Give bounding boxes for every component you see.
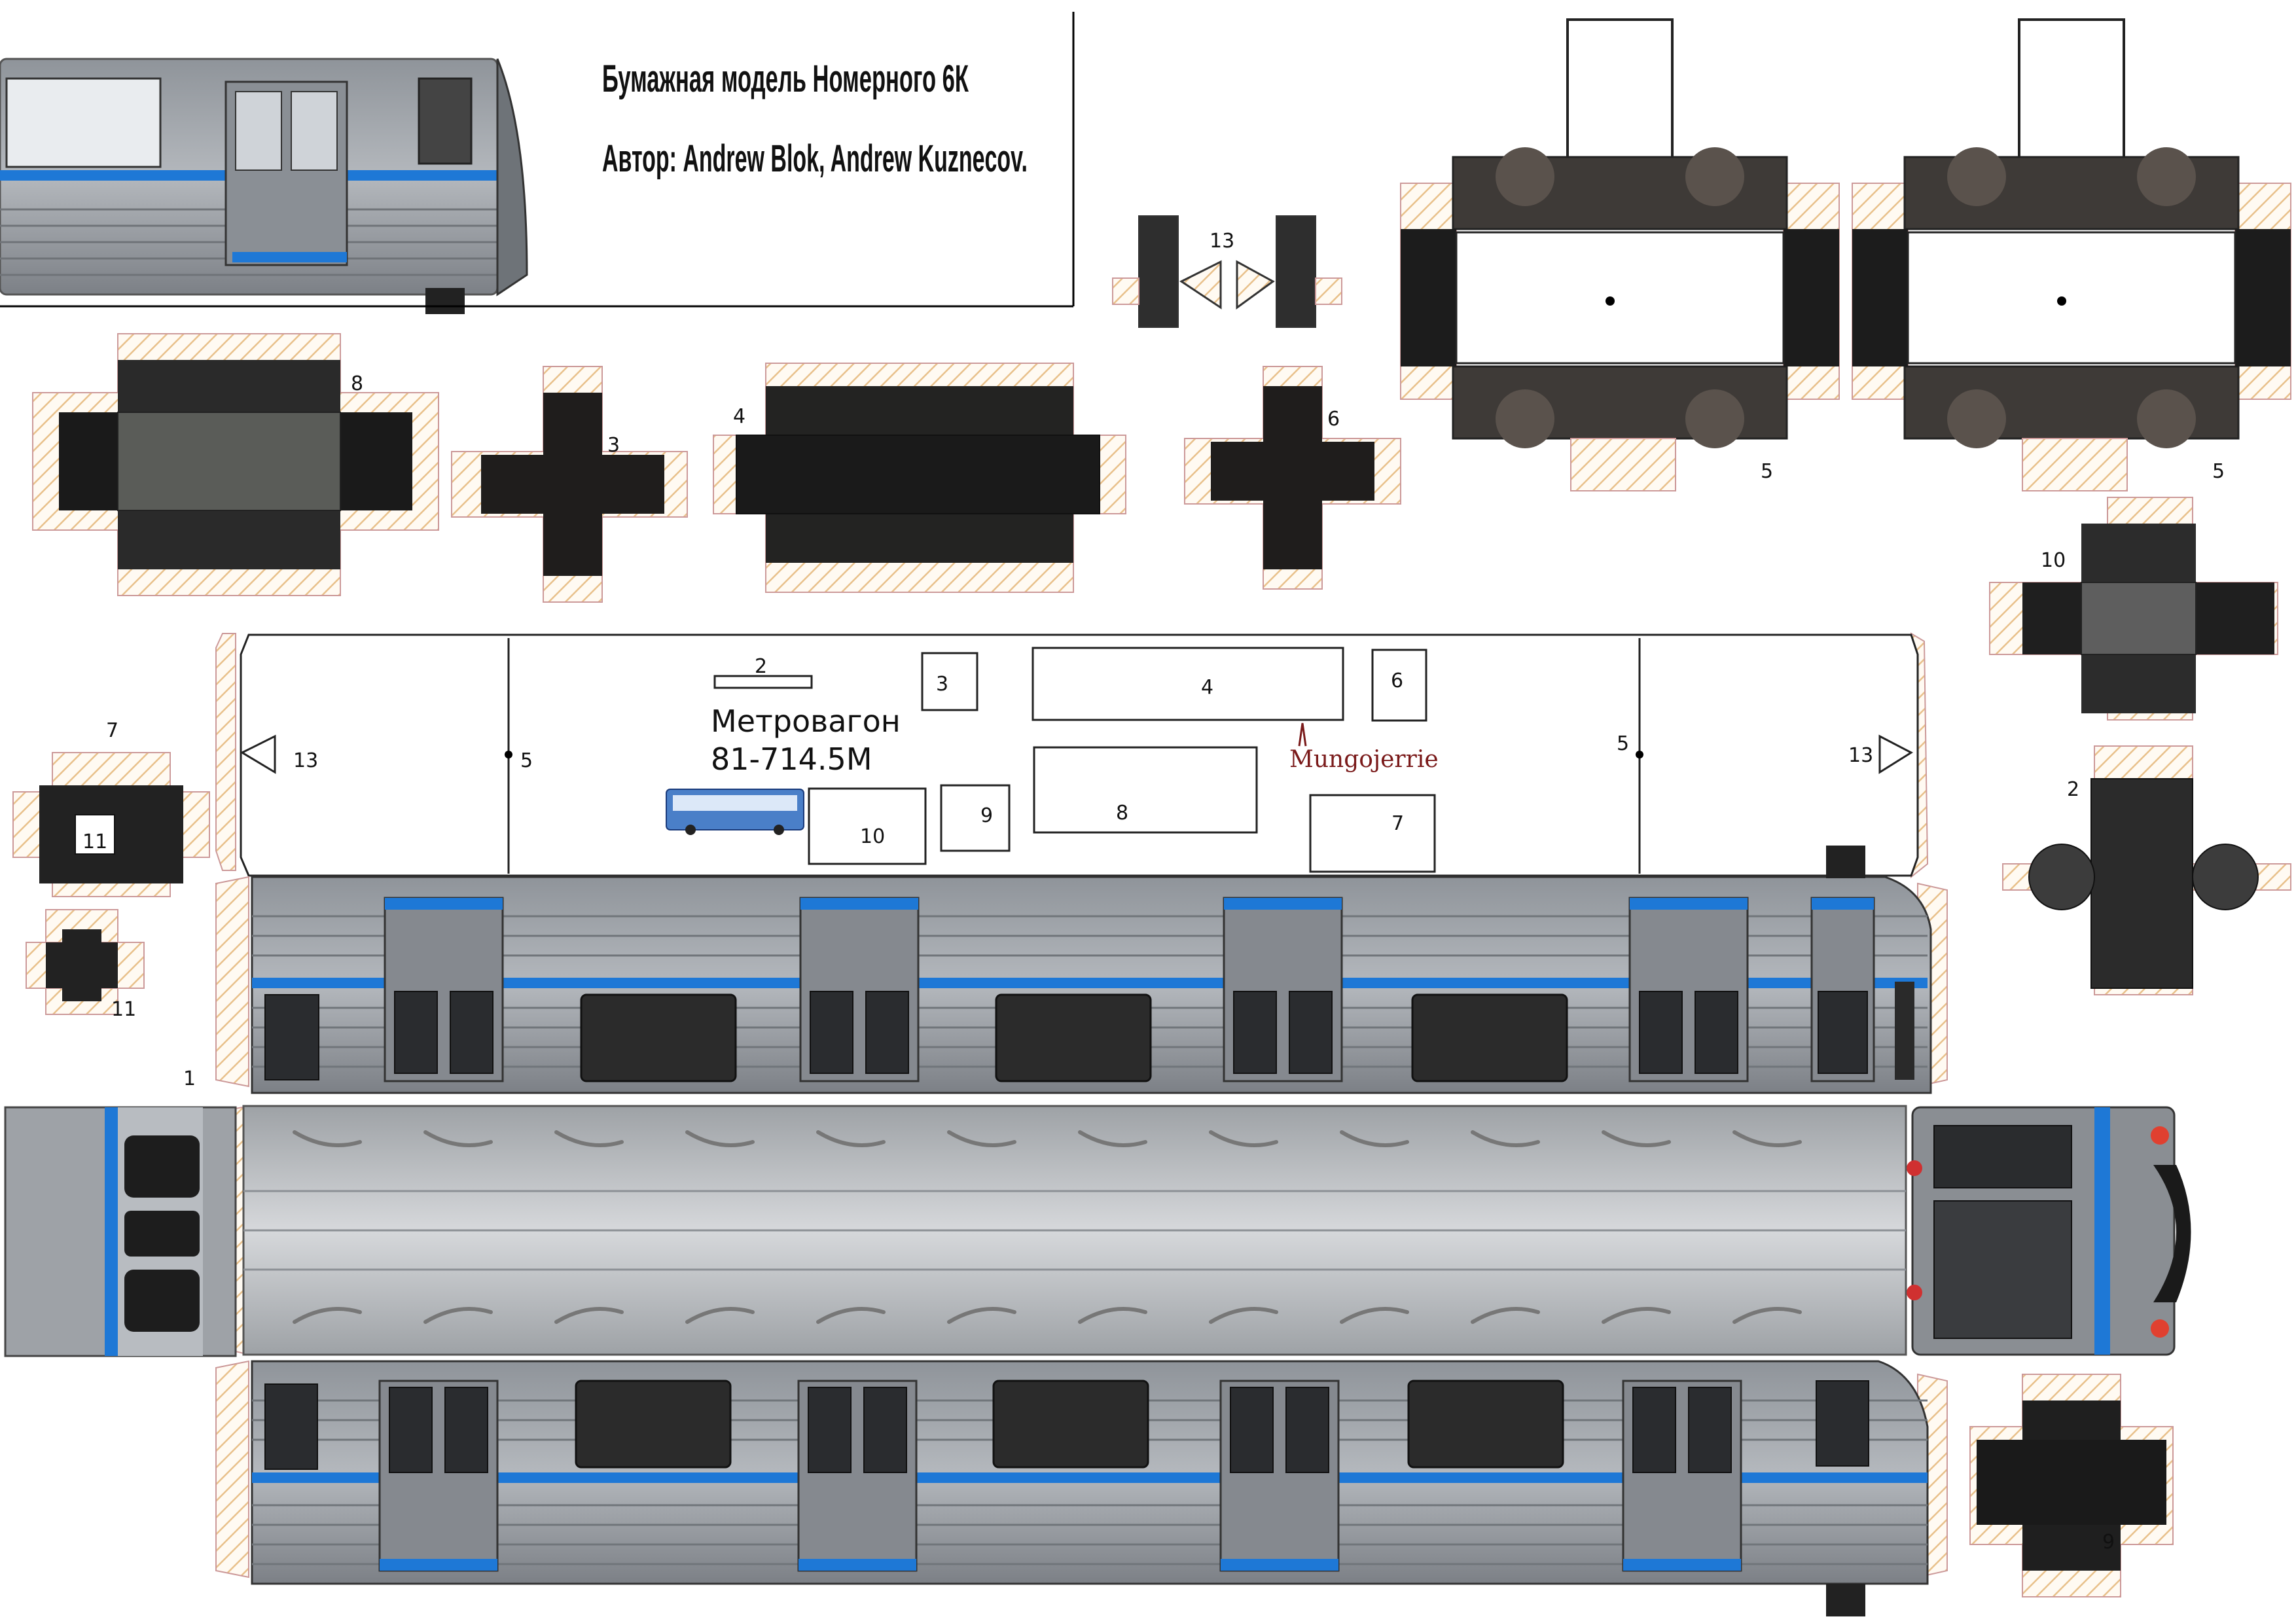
part-4-net [713,363,1126,593]
model-number: 81-714.5M [711,741,872,777]
side-wall-lower [215,1360,1948,1616]
label-part-3-net: 3 [607,434,620,457]
label-slot-9: 9 [980,804,993,827]
slot-2 [713,675,813,689]
part-8-net [32,333,439,596]
label-part-4-net: 4 [733,405,745,428]
slot-7 [1309,794,1436,873]
slot-10 [808,787,927,865]
label-slot-8: 8 [1116,802,1128,825]
floor-template [215,632,1929,879]
roof-panel [222,1105,1907,1356]
part-3-net [451,366,688,603]
slot-3 [921,652,978,711]
rear-end-panel [4,1106,237,1357]
slot-8 [1033,746,1258,834]
part-2-net [2002,745,2291,995]
side-wall-upper [215,846,1948,1094]
part-10-net [1989,497,2278,721]
label-part-5-bogie-right: 5 [2212,460,2225,483]
model-prefix: Метровагон [711,704,901,739]
label-part-5-bogie-left: 5 [1761,460,1773,483]
label-part-2-net: 2 [2067,778,2079,801]
slot-6 [1371,649,1427,722]
label-slot-10: 10 [860,825,885,848]
slot-9 [940,784,1011,852]
front-cab-panel [1907,1106,2191,1356]
label-slot-7: 7 [1391,812,1404,835]
label-slot-3: 3 [936,673,948,696]
label-part-11-in-7: 11 [82,830,107,853]
train-preview-photo [0,58,528,314]
label-part-9-net: 9 [2102,1531,2115,1554]
label-slot-4: 4 [1201,676,1213,699]
label-part-5-floor-right: 5 [1617,732,1629,755]
title-line-2: Автор: Andrew Blok, Andrew Kuznecov. [602,137,1028,180]
label-slot-2: 2 [755,655,767,678]
label-part-11-net: 11 [111,998,136,1021]
part-9-net [1969,1374,2174,1597]
brand-mark: Mungojerrie [1289,746,1439,773]
part-5-bogie-left [1400,18,1840,491]
label-part-13-floor-right: 13 [1848,744,1873,767]
part-11-net [26,909,145,1015]
bus-logo-icon [666,789,804,835]
kremlin-tower-icon [1298,722,1307,747]
part-7-net [12,752,210,897]
label-part-13-floor-left: 13 [293,749,318,772]
title-line-1: Бумажная модель Номерного 6К [602,58,969,100]
label-part-1: 1 [183,1067,196,1090]
part-5-bogie-right [1852,18,2291,491]
label-part-10-net: 10 [2041,549,2066,572]
label-part-6-net: 6 [1327,408,1340,431]
label-part-7-net: 7 [106,719,118,742]
label-part-13-top: 13 [1210,230,1234,253]
label-part-5-floor-left: 5 [520,749,533,772]
part-6-net [1184,366,1401,590]
part-13-coupler-pieces [1112,215,1342,328]
slot-4 [1031,647,1344,721]
label-slot-6: 6 [1391,669,1403,692]
label-part-8-net: 8 [351,372,363,395]
